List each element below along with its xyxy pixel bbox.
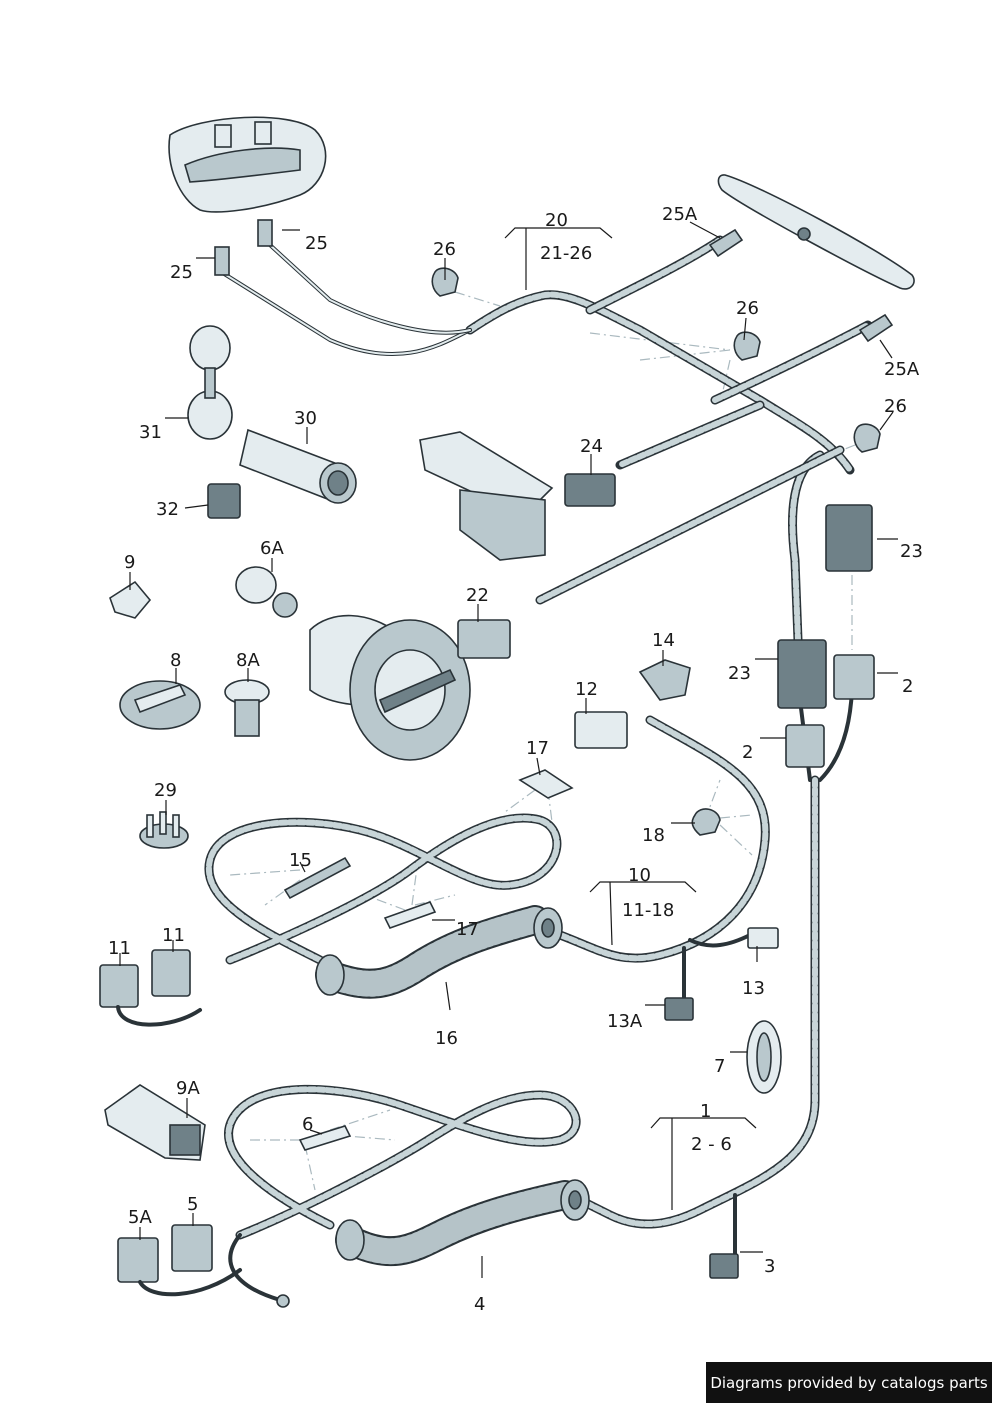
clips-26 xyxy=(431,267,881,453)
connector-5 xyxy=(171,1224,213,1272)
callout-25a-right: 25A xyxy=(884,359,920,380)
callout-16: 16 xyxy=(435,1028,458,1049)
callout-22: 22 xyxy=(466,585,489,606)
callout-6a: 6A xyxy=(260,538,284,559)
callout-21-26: 21-26 xyxy=(540,243,592,264)
callout-18: 18 xyxy=(642,825,665,846)
grommet-7 xyxy=(746,1020,782,1094)
connector-11-right xyxy=(151,949,191,997)
callout-26-right: 26 xyxy=(884,396,907,417)
callout-13a: 13A xyxy=(607,1011,643,1032)
clip-6a xyxy=(235,566,298,618)
callout-8: 8 xyxy=(170,650,181,671)
callout-6: 6 xyxy=(302,1114,313,1135)
connector-24 xyxy=(564,473,616,507)
callout-2-6: 2 - 6 xyxy=(691,1134,732,1155)
callout-7: 7 xyxy=(714,1056,725,1077)
callout-2-left: 2 xyxy=(742,742,753,763)
upper-harness xyxy=(216,235,873,645)
callout-26-mid: 26 xyxy=(736,298,759,319)
callout-8a: 8A xyxy=(236,650,260,671)
callout-4: 4 xyxy=(474,1294,485,1315)
callout-23-right: 23 xyxy=(900,541,923,562)
motor-unit xyxy=(309,614,471,761)
connector-22 xyxy=(457,619,511,659)
callout-20: 20 xyxy=(545,210,568,231)
connector-13 xyxy=(747,927,779,949)
callout-30: 30 xyxy=(294,408,317,429)
callout-5: 5 xyxy=(187,1194,198,1215)
clip-9 xyxy=(109,580,152,619)
main-trunk xyxy=(555,688,854,1260)
connector-11-left xyxy=(99,964,139,1008)
harness-loop-upper xyxy=(204,813,563,999)
strap-6 xyxy=(298,1125,352,1151)
connector-23-right xyxy=(825,504,873,572)
callout-25-upper: 25 xyxy=(305,233,328,254)
callout-11-18: 11-18 xyxy=(622,900,674,921)
housing-9a xyxy=(104,1084,206,1161)
callout-23-left: 23 xyxy=(728,663,751,684)
connector-3 xyxy=(709,1253,739,1279)
bulb-8a xyxy=(224,679,270,737)
callout-17-top: 17 xyxy=(526,738,549,759)
callout-31: 31 xyxy=(139,422,162,443)
credit-text: Diagrams provided by catalogs parts xyxy=(710,1373,988,1392)
callouts: 20 21-26 25A 25 25 26 26 25A 26 31 30 24… xyxy=(108,204,923,1315)
callout-13: 13 xyxy=(742,978,765,999)
callout-9a: 9A xyxy=(176,1078,200,1099)
callout-25-lower: 25 xyxy=(170,262,193,283)
callout-17-bottom: 17 xyxy=(456,919,479,940)
clip-18 xyxy=(691,808,721,836)
lamp-housing xyxy=(168,116,327,213)
cap-8 xyxy=(119,680,201,730)
retainer-rings xyxy=(187,325,233,440)
clip-17-lower xyxy=(383,901,437,929)
leader-lines xyxy=(119,221,898,1278)
connector-23-left xyxy=(777,639,827,709)
bulb-sockets xyxy=(708,228,894,343)
callout-25a-top: 25A xyxy=(662,204,698,225)
callout-24: 24 xyxy=(580,436,603,457)
strap-15 xyxy=(283,856,352,900)
credit-banner: Diagrams provided by catalogs parts xyxy=(706,1362,992,1403)
callout-32: 32 xyxy=(156,499,179,520)
connector-13a xyxy=(664,997,694,1021)
connector-32 xyxy=(207,483,241,519)
connector-2-left xyxy=(785,724,825,768)
trim-strip xyxy=(717,174,915,290)
callout-15: 15 xyxy=(289,850,312,871)
callout-11-right: 11 xyxy=(162,925,185,946)
callout-14: 14 xyxy=(652,630,675,651)
connector-12 xyxy=(574,711,628,749)
callout-10: 10 xyxy=(628,865,651,886)
sensor-14 xyxy=(638,659,691,701)
clip-17-upper xyxy=(518,769,574,799)
callout-2-right: 2 xyxy=(902,676,913,697)
connectors-25 xyxy=(214,219,273,276)
callout-11-left: 11 xyxy=(108,938,131,959)
control-unit xyxy=(419,431,554,561)
callout-1: 1 xyxy=(700,1101,711,1122)
power-socket xyxy=(239,428,357,504)
callout-29: 29 xyxy=(154,780,177,801)
callout-5a: 5A xyxy=(128,1207,152,1228)
assembly-lines xyxy=(229,291,856,1191)
callout-12: 12 xyxy=(575,679,598,700)
callout-26-left: 26 xyxy=(433,239,456,260)
part-29 xyxy=(139,811,189,849)
harness-loop-lower xyxy=(224,1084,590,1308)
callout-3: 3 xyxy=(764,1256,775,1277)
connector-5a xyxy=(117,1237,159,1283)
connector-2-right xyxy=(833,654,875,700)
callout-9: 9 xyxy=(124,552,135,573)
